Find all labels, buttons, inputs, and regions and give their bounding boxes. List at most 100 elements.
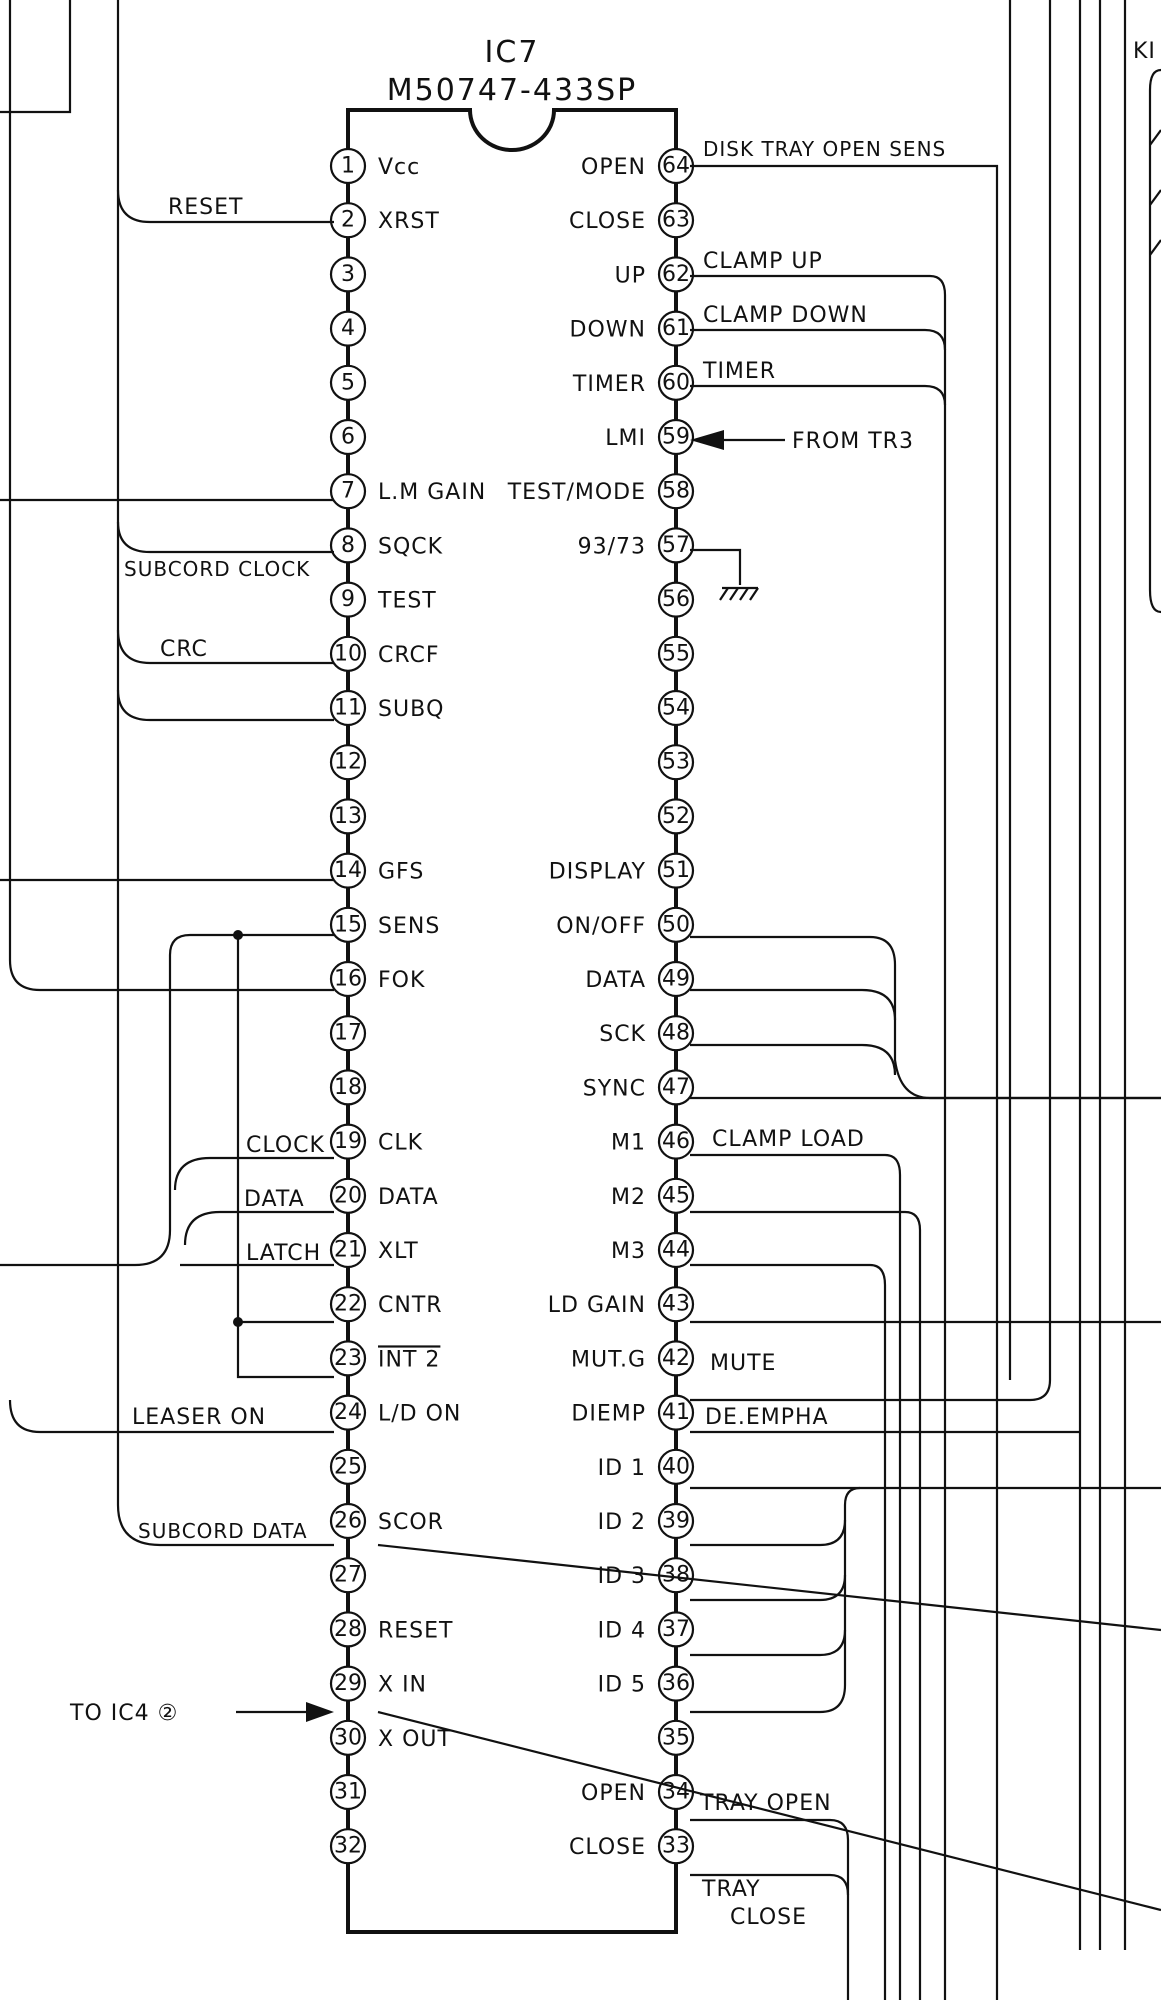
pin-circle xyxy=(329,689,367,727)
pin-number: 56 xyxy=(662,587,690,612)
pin-number: 14 xyxy=(334,858,362,883)
pin-number: 6 xyxy=(341,425,355,450)
pin-31: 31 xyxy=(329,1773,367,1811)
pin-circle xyxy=(329,1394,367,1431)
pin-circle xyxy=(657,1502,695,1540)
pin-circle xyxy=(657,418,695,456)
pin-name: DATA xyxy=(378,1185,439,1210)
pin-number: 41 xyxy=(662,1400,690,1425)
pin-number: 15 xyxy=(334,912,362,937)
pin-name: RESET xyxy=(378,1618,454,1643)
pin-circle xyxy=(657,1123,695,1160)
pin-12: 12 xyxy=(329,744,367,781)
pin-name: SUBQ xyxy=(378,697,444,722)
signal-labels: RESET SUBCORD CLOCK CRC CLOCK DATA LATCH… xyxy=(69,39,1156,1930)
pin-circle xyxy=(329,906,367,943)
pin-number: 10 xyxy=(334,641,362,666)
label-edge: KI xyxy=(1133,39,1156,64)
pin-circle xyxy=(329,310,367,347)
pin-name: CLOSE xyxy=(569,209,646,234)
chip-body xyxy=(346,108,678,1934)
pin-number: 62 xyxy=(662,262,690,287)
pin-number: 30 xyxy=(334,1725,362,1750)
pin-55: 55 xyxy=(657,635,695,672)
pin-35: 35 xyxy=(657,1719,695,1756)
pin-name: CNTR xyxy=(378,1293,443,1318)
pin-number: 43 xyxy=(662,1292,690,1317)
pin-circle xyxy=(329,527,367,564)
pin-name: XRST xyxy=(378,209,440,234)
pin-number: 20 xyxy=(334,1183,362,1208)
pin-13: 13 xyxy=(329,798,367,835)
pin-number: 21 xyxy=(334,1238,362,1263)
pin-name: ID 5 xyxy=(598,1673,646,1698)
pin-number: 18 xyxy=(334,1075,362,1100)
pin-circle xyxy=(329,473,367,510)
pin-number: 44 xyxy=(662,1238,690,1263)
pin-name: CRCF xyxy=(378,643,440,668)
pin-circle xyxy=(657,798,695,835)
pin-circle xyxy=(329,1448,367,1485)
pin-name: DISPLAY xyxy=(549,860,646,885)
pin-number: 61 xyxy=(662,316,690,341)
pin-circle xyxy=(329,1123,367,1160)
pin-name: ON/OFF xyxy=(556,914,646,939)
pin-number: 58 xyxy=(662,479,690,504)
pin-number: 3 xyxy=(341,262,355,287)
label-de-empha: DE.EMPHA xyxy=(705,1405,829,1430)
pin-circle xyxy=(657,1340,695,1377)
pin-number: 13 xyxy=(334,804,362,829)
pin-number: 51 xyxy=(662,858,690,883)
pin-number: 36 xyxy=(662,1671,690,1696)
pin-number: 29 xyxy=(334,1671,362,1696)
pin-name: M1 xyxy=(611,1131,646,1156)
pin-27: 27 xyxy=(329,1557,367,1594)
pin-number: 50 xyxy=(662,912,690,937)
label-latch: LATCH xyxy=(246,1241,321,1266)
pin-name: SQCK xyxy=(378,534,443,559)
pin-name: GFS xyxy=(378,860,424,885)
label-to-ic4: TO IC4 ② xyxy=(69,1701,178,1726)
pin-number: 4 xyxy=(341,316,355,341)
label-tray: TRAY xyxy=(701,1877,761,1902)
pin-number: 34 xyxy=(662,1780,690,1805)
pin-number: 48 xyxy=(662,1021,690,1046)
pin-number: 55 xyxy=(662,641,690,666)
pin-circle xyxy=(329,581,367,618)
pin-name: OPEN xyxy=(581,1781,646,1806)
pin-circle xyxy=(657,473,695,510)
chip-part-number: M50747-433SP xyxy=(387,73,638,108)
pin-name: SCK xyxy=(599,1022,646,1047)
pin-circle xyxy=(657,581,695,618)
pin-circle xyxy=(657,1015,695,1052)
pin-name: MUT.G xyxy=(571,1347,646,1372)
pin-name: CLOSE xyxy=(569,1835,646,1860)
pin-circle xyxy=(329,798,367,835)
pin-circle xyxy=(657,906,695,943)
pin-circle xyxy=(657,744,695,781)
pin-name: TEST/MODE xyxy=(507,480,646,505)
pin-name: Vcc xyxy=(378,155,420,180)
label-tray-open: TRAY OPEN xyxy=(699,1791,832,1816)
pin-circle xyxy=(329,1231,367,1269)
pin-4: 4 xyxy=(329,310,367,347)
pin-number: 17 xyxy=(334,1021,362,1046)
pin-52: 52 xyxy=(657,798,695,835)
pin-circle xyxy=(657,1611,695,1648)
